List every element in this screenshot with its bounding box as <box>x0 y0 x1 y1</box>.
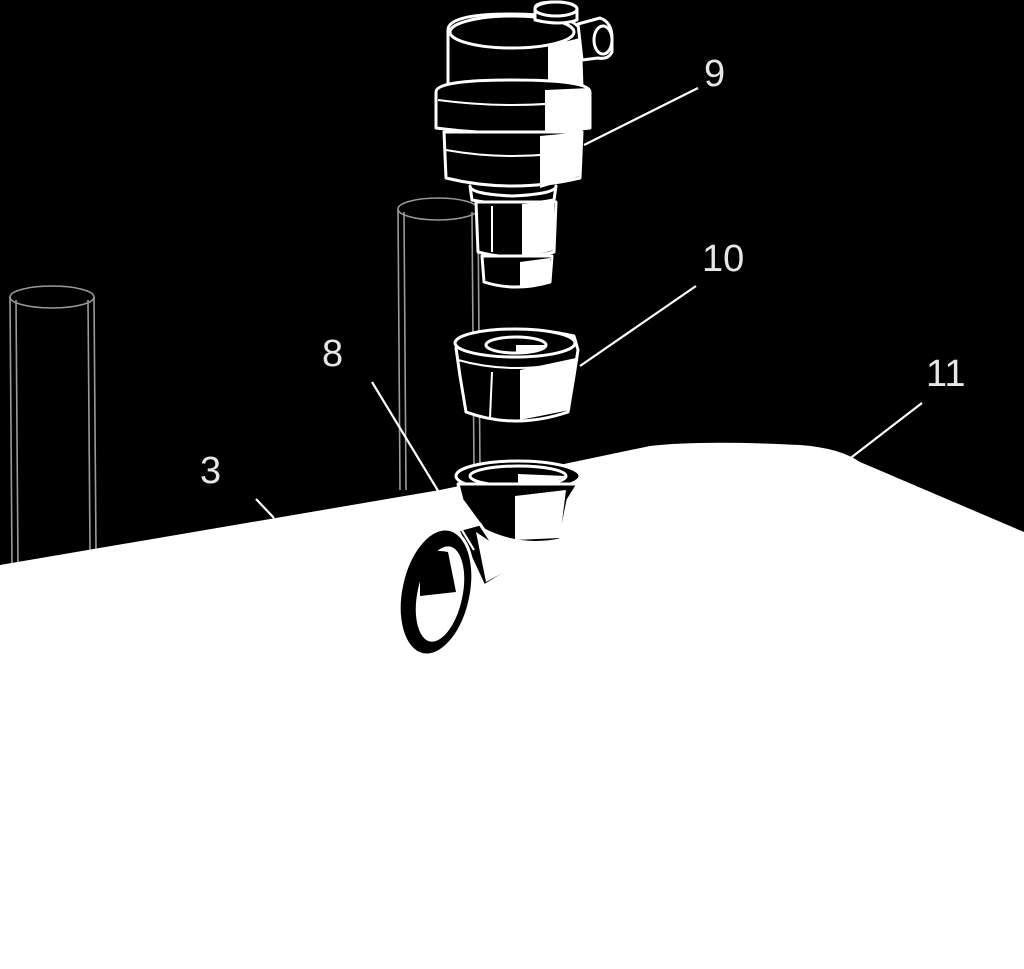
callout-label-10: 10 <box>702 238 744 280</box>
leader-line-8 <box>371 381 475 551</box>
hex-reducer-part-10 <box>453 327 580 423</box>
callout-label-9: 9 <box>704 53 725 95</box>
air-vent-valve-part-9 <box>434 0 614 289</box>
adapter-fitting-part-8 <box>454 459 582 588</box>
callout-label-8: 8 <box>322 333 343 375</box>
leader-line-11 <box>847 402 923 461</box>
base-surface <box>0 442 1024 969</box>
leader-line-3 <box>255 498 275 519</box>
seal-ring <box>397 527 475 657</box>
callout-label-3: 3 <box>200 450 221 492</box>
callout-label-11: 11 <box>926 353 965 395</box>
leader-line-10 <box>579 285 697 367</box>
leader-line-9 <box>583 87 699 146</box>
ghost-pipe-left <box>9 285 97 566</box>
